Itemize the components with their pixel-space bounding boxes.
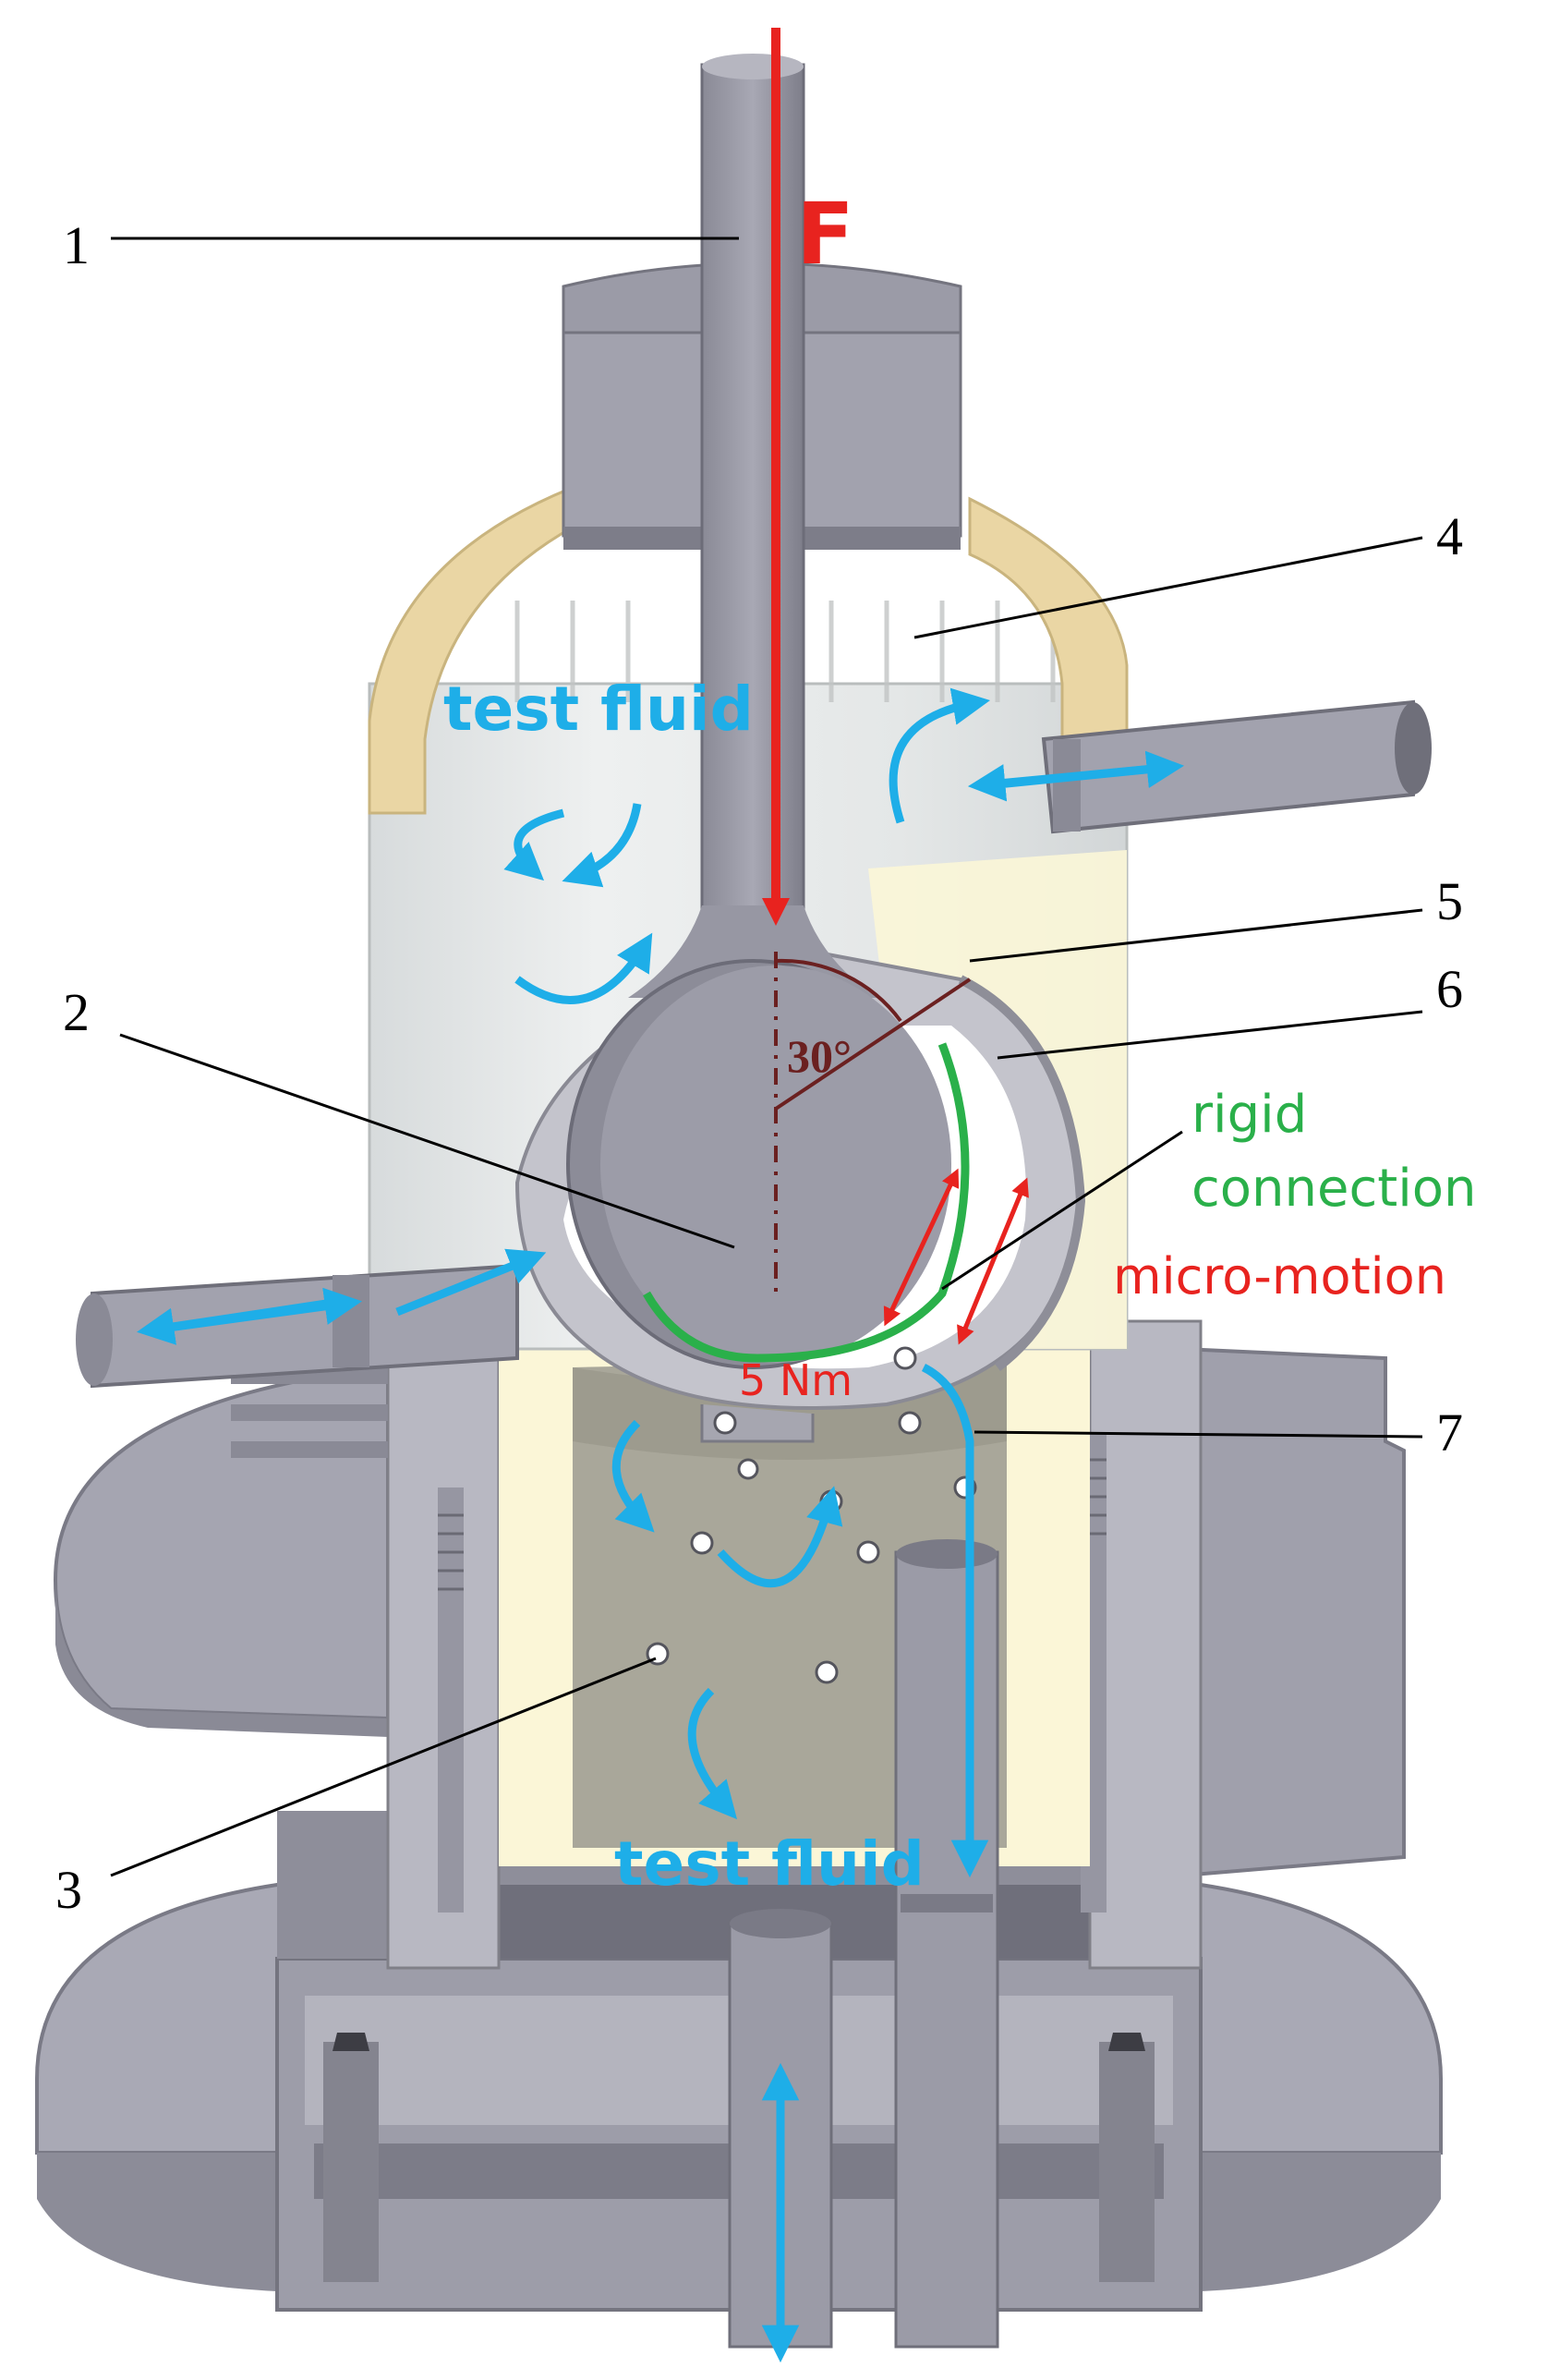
rigid-label-line1: rigid [1191, 1085, 1307, 1145]
callout-1: 1 [63, 215, 90, 275]
side-tubes [76, 699, 1432, 1389]
stem-and-ball-head [566, 54, 972, 1369]
angle-label: 30° [787, 1030, 852, 1082]
callout-leaders [110, 237, 1423, 1877]
test-fluid-bottom-label: test fluid [614, 1828, 925, 1900]
callout-2: 2 [63, 982, 90, 1042]
callout-6: 6 [1436, 959, 1463, 1019]
callout-7: 7 [1436, 1402, 1463, 1463]
micro-motion-arrows [883, 1168, 1029, 1345]
micro-motion-label: micro-motion [1113, 1247, 1446, 1305]
force-label: F [796, 185, 854, 284]
wear-particles [646, 1346, 977, 1684]
callout-4: 4 [1436, 506, 1463, 566]
rigid-label-line2: connection [1191, 1159, 1477, 1219]
callout-3: 3 [55, 1860, 82, 1920]
torque-label: 5 Nm [739, 1355, 853, 1405]
test-fluid-top-label: test fluid [443, 674, 754, 745]
callout-5: 5 [1436, 871, 1463, 931]
flow-arrows-reverse [136, 762, 1174, 2347]
